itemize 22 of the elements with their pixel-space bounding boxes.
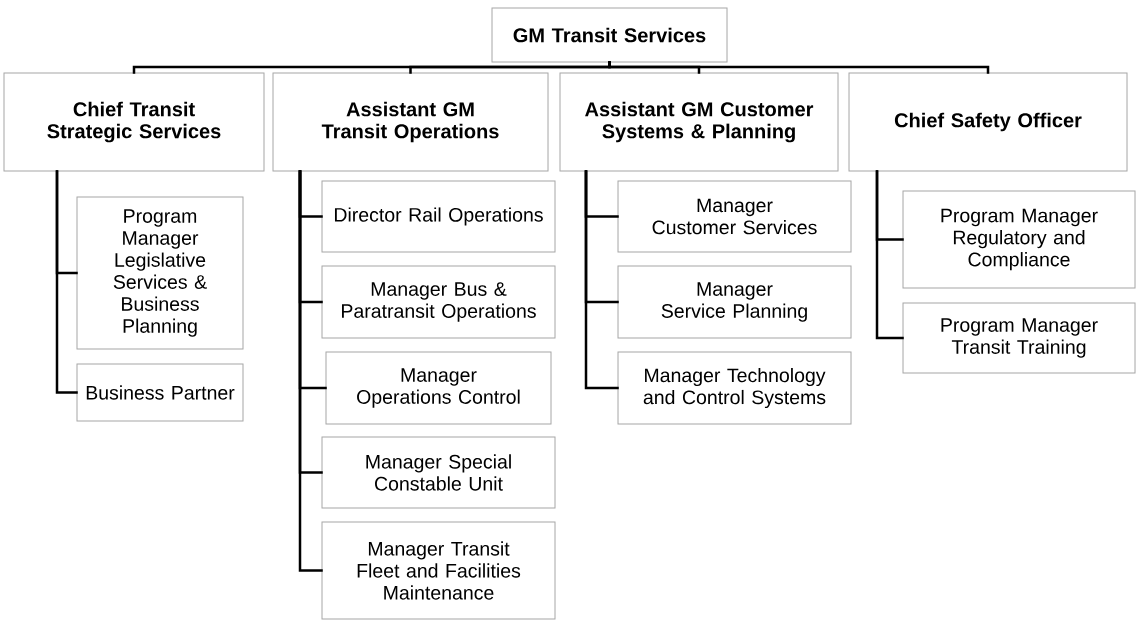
position-box: Manager Technology and Control Systems [617,351,852,425]
connector-line [875,170,904,340]
position-box: Program Manager Regulatory and Compliance [902,190,1136,289]
connector-line [584,170,619,390]
connector-line [298,170,323,572]
position-box: Assistant GM Customer Systems & Planning [559,72,839,172]
connector-line [608,61,990,74]
position-box: Chief Transit Strategic Services [3,72,265,172]
position-box: Program Manager Transit Training [902,302,1136,374]
position-box: Manager Transit Fleet and Facilities Maintenance [321,521,556,620]
position-box: Manager Operations Control [325,351,552,425]
position-box: Program Manager Legislative Services & Business Planning [76,196,244,350]
position-box: Manager Bus & Paratransit Operations [321,265,556,339]
position-box: Manager Customer Services [617,180,852,253]
position-box: Manager Special Constable Unit [321,436,556,509]
position-box: Director Rail Operations [321,180,556,253]
position-box: Assistant GM Transit Operations [272,72,549,172]
connector-line [55,170,78,394]
position-box: Manager Service Planning [617,265,852,339]
title-box: GM Transit Services [491,7,728,63]
position-box: Chief Safety Officer [848,72,1128,172]
position-box: Business Partner [76,363,244,422]
